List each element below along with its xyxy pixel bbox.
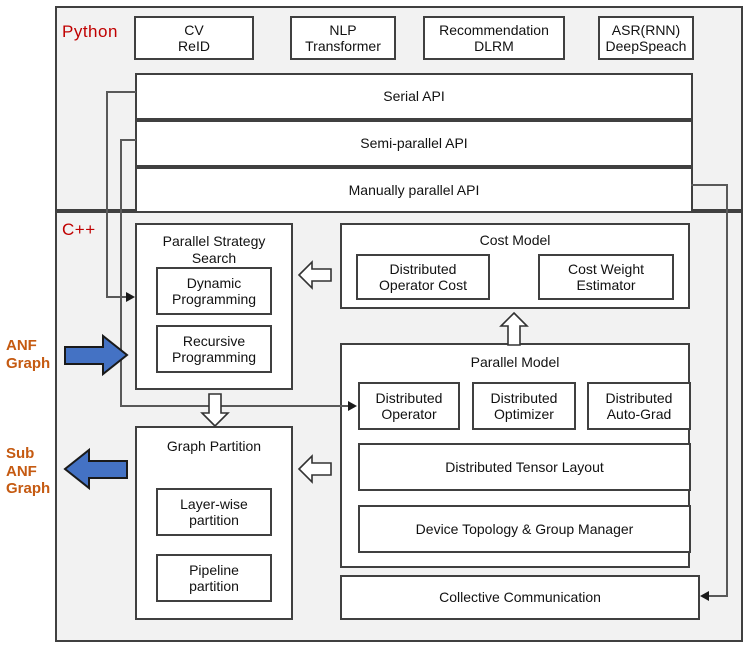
device-topology-label: Device Topology & Group Manager: [415, 520, 634, 537]
cost-model-item-distributed-operator-cost[interactable]: Distributed Operator Cost: [356, 254, 490, 300]
api-bar-semi-parallel[interactable]: Semi-parallel API: [135, 120, 693, 167]
input-label-anf-graph: ANF Graph: [6, 337, 50, 372]
tensor-layout-label: Distributed Tensor Layout: [445, 458, 604, 475]
cost-model-title: Cost Model: [479, 232, 551, 248]
connector-serial-api-vertical: [106, 91, 108, 298]
connector-manual-api-right: [691, 184, 728, 186]
cost-model-item-cost-weight-estimator[interactable]: Cost Weight Estimator: [538, 254, 674, 300]
connector-semi-api-into-operator: [120, 405, 350, 407]
parallel-model-distributed-tensor-layout[interactable]: Distributed Tensor Layout: [358, 443, 691, 491]
strategy-item-line1: Dynamic: [186, 274, 242, 291]
app-box-line1: CV: [184, 21, 204, 38]
connector-manual-api-into-collective: [709, 595, 728, 597]
partition-item-line2: partition: [189, 512, 239, 528]
connector-semi-api-arrowhead: [348, 401, 357, 411]
parallel-model-item-distributed-optimizer[interactable]: Distributed Optimizer: [472, 382, 576, 430]
input-label-line2: Graph: [6, 354, 51, 372]
parallel-strategy-search-title-line2: Search: [191, 250, 237, 266]
parallel-model-item-line2: Auto-Grad: [606, 406, 672, 422]
app-box-line2: DLRM: [474, 38, 514, 54]
cost-model-item-line2: Operator Cost: [379, 277, 467, 293]
parallel-model-item-distributed-auto-grad[interactable]: Distributed Auto-Grad: [587, 382, 691, 430]
strategy-item-dynamic-programming[interactable]: Dynamic Programming: [156, 267, 272, 315]
graph-partition-title: Graph Partition: [166, 438, 262, 454]
collective-communication-label: Collective Communication: [439, 589, 601, 606]
parallel-model-title: Parallel Model: [470, 354, 560, 370]
blue-arrow-left-icon: [63, 447, 128, 491]
cost-model-item-line1: Distributed: [389, 260, 457, 277]
strategy-item-line2: Programming: [171, 349, 257, 365]
hollow-arrow-left-model-to-partition-icon: [297, 454, 332, 484]
api-bar-serial[interactable]: Serial API: [135, 73, 693, 120]
python-layer-label: Python: [62, 22, 118, 41]
parallel-model-item-distributed-operator[interactable]: Distributed Operator: [358, 382, 460, 430]
collective-communication-box[interactable]: Collective Communication: [340, 575, 700, 620]
connector-manual-api-arrowhead: [700, 591, 709, 601]
partition-item-pipeline[interactable]: Pipeline partition: [156, 554, 272, 602]
partition-item-line2: partition: [189, 578, 239, 594]
parallel-model-item-line2: Operator: [381, 406, 437, 422]
app-box-line1: NLP: [329, 21, 357, 38]
cost-model-item-line1: Cost Weight: [568, 260, 644, 277]
strategy-item-recursive-programming[interactable]: Recursive Programming: [156, 325, 272, 373]
app-box-line2: ReID: [178, 38, 210, 54]
connector-serial-api-top: [106, 91, 136, 93]
app-box-line1: Recommendation: [439, 21, 549, 38]
partition-item-line1: Pipeline: [189, 561, 239, 578]
cpp-layer-label: C++: [62, 220, 96, 239]
hollow-arrow-up-model-to-cost-icon: [499, 311, 529, 346]
parallel-strategy-search-title-line1: Parallel Strategy: [162, 233, 266, 249]
parallel-model-item-line2: Optimizer: [494, 406, 554, 422]
strategy-item-line1: Recursive: [182, 332, 246, 349]
connector-serial-api-arrowhead: [126, 292, 135, 302]
blue-arrow-right-icon: [64, 333, 129, 377]
connector-semi-api-top: [120, 139, 136, 141]
api-bar-label: Semi-parallel API: [360, 135, 468, 152]
output-label-sub-anf-graph: Sub ANF Graph: [6, 445, 50, 498]
output-label-line2: ANF: [6, 462, 37, 480]
api-bar-label: Manually parallel API: [348, 181, 480, 198]
app-box-nlp-transformer[interactable]: NLP Transformer: [290, 16, 396, 60]
app-box-asr-deepspeach[interactable]: ASR(RNN) DeepSpeach: [598, 16, 694, 60]
connector-semi-api-vertical: [120, 139, 122, 407]
connector-manual-api-vertical: [726, 184, 728, 597]
app-box-line1: ASR(RNN): [611, 21, 681, 38]
app-box-recommendation-dlrm[interactable]: Recommendation DLRM: [423, 16, 565, 60]
api-bar-manually-parallel[interactable]: Manually parallel API: [135, 167, 693, 213]
parallel-model-item-line1: Distributed: [490, 389, 558, 406]
output-label-line1: Sub: [6, 445, 35, 462]
parallel-model-device-topology-group-manager[interactable]: Device Topology & Group Manager: [358, 505, 691, 553]
hollow-arrow-down-search-to-partition-icon: [200, 393, 230, 428]
app-box-line2: DeepSpeach: [605, 38, 687, 54]
strategy-item-line2: Programming: [171, 291, 257, 307]
cost-model-item-line2: Estimator: [576, 277, 636, 293]
input-label-line1: ANF: [6, 337, 37, 354]
connector-serial-api-into-search: [106, 296, 128, 298]
parallel-model-item-line1: Distributed: [375, 389, 443, 406]
app-box-cv-reid[interactable]: CV ReID: [134, 16, 254, 60]
partition-item-layer-wise[interactable]: Layer-wise partition: [156, 488, 272, 536]
parallel-model-item-line1: Distributed: [605, 389, 673, 406]
output-label-line3: Graph: [6, 480, 51, 498]
app-box-line2: Transformer: [305, 38, 381, 54]
partition-item-line1: Layer-wise: [180, 495, 248, 512]
hollow-arrow-left-cost-to-search-icon: [297, 260, 332, 290]
api-bar-label: Serial API: [383, 88, 445, 105]
